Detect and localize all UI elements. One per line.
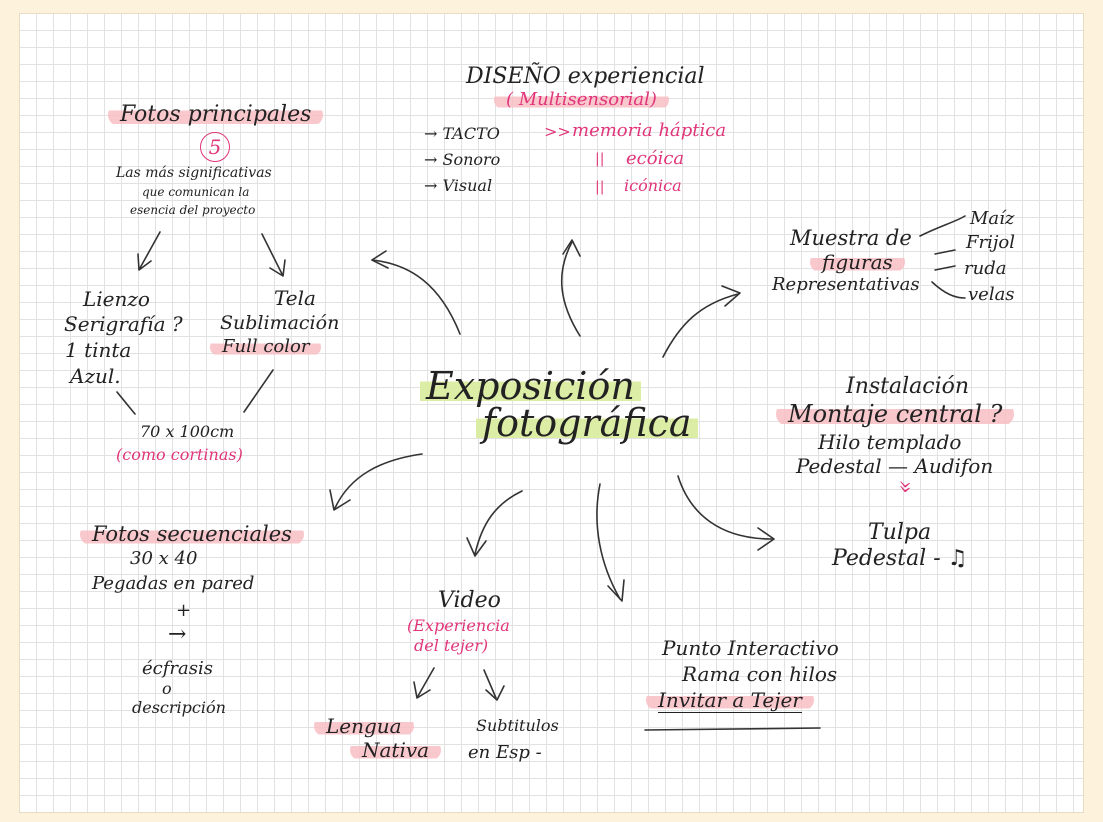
video-sub2: del tejer): [414, 636, 489, 655]
punto-line2: Rama con hilos: [682, 662, 838, 686]
muestra-item-1: Maíz: [970, 208, 1015, 229]
video-title: Video: [438, 588, 501, 613]
fotos-principales-desc2: que comunican la: [142, 185, 250, 199]
muestra-item-4: velas: [968, 284, 1015, 305]
video-sub1: (Experiencia: [407, 616, 510, 635]
instalacion-line1: Instalación: [846, 374, 970, 399]
arrow-to-punto: [596, 483, 621, 600]
count-circle: 5: [200, 132, 230, 162]
instalacion-line2: Montaje central ?: [776, 402, 1015, 426]
instalacion-line4: Pedestal — Audifon: [796, 454, 994, 478]
punto-line3: Invitar a Tejer: [646, 688, 814, 713]
arrow-to-muestra: [662, 293, 739, 358]
lienzo-line2: Serigrafía ?: [64, 312, 183, 336]
diseno-sense-2: → Sonoro: [424, 150, 501, 169]
tela-line3: Full color: [210, 338, 322, 356]
diseno-memory-2: ecóica: [626, 148, 685, 169]
secuenciales-o: o: [162, 679, 172, 698]
fotos-principales-desc3: esencia del proyecto: [130, 203, 256, 217]
video-lengua1: Lengua: [314, 716, 414, 736]
tulpa-label: Tulpa: [868, 520, 932, 545]
muestra-line1: Muestra de: [790, 226, 912, 250]
arrow-to-fotos-principales: [371, 259, 461, 335]
diseno-subtitle: ( Multisensorial): [494, 91, 669, 109]
lienzo-line3: 1 tinta: [65, 338, 132, 362]
tulpa-pedestal: Pedestal - ♫: [832, 546, 968, 571]
tela-line1: Tela: [274, 286, 316, 310]
video-lengua2: Nativa: [350, 740, 442, 760]
arrow-to-diseno: [560, 241, 581, 337]
diseno-memory-1: memoria háptica: [572, 120, 727, 141]
secuenciales-pared: Pegadas en pared: [92, 573, 255, 594]
notebook-page: Exposición fotográfica Fotos principales…: [20, 14, 1083, 812]
muestra-item-3: ruda: [964, 258, 1007, 279]
secuenciales-plus: +: [176, 600, 192, 621]
instalacion-line3: Hilo templado: [818, 430, 962, 454]
fotos-principales-count: 5: [200, 132, 230, 162]
size-label: 70 x 100cm: [140, 422, 235, 441]
video-subt1: Subtitulos: [476, 716, 559, 735]
arrow-to-secuenciales: [334, 453, 423, 509]
diseno-sense-1: → TACTO: [424, 124, 500, 143]
punto-line1: Punto Interactivo: [662, 636, 839, 660]
fotos-principales-desc1: Las más significativas: [116, 165, 272, 181]
muestra-item-2: Frijol: [966, 232, 1016, 253]
muestra-line3: Representativas: [772, 274, 920, 295]
punto-invitar: Invitar a Tejer: [658, 688, 802, 713]
lienzo-line4: Azul.: [70, 364, 121, 388]
center-title-line2: fotográfica: [476, 404, 698, 442]
secuenciales-arrow: →: [168, 622, 187, 647]
secuenciales-title: Fotos secuenciales: [80, 524, 304, 545]
diseno-title: DISEÑO experiencial: [466, 64, 705, 89]
diseno-sep-2: ||: [595, 151, 605, 167]
lienzo-line1: Lienzo: [83, 287, 150, 311]
arrow-to-video: [474, 490, 523, 555]
tela-line2: Sublimación: [220, 312, 340, 334]
diseno-sense-3: → Visual: [424, 176, 493, 195]
fotos-principales-title: Fotos principales: [108, 104, 324, 126]
secuenciales-descripcion: descripción: [132, 698, 226, 717]
diseno-memory-3: icónica: [624, 176, 682, 195]
secuenciales-ecfrasis: écfrasis: [142, 658, 213, 679]
size-note: (como cortinas): [116, 445, 243, 464]
center-title-line1: Exposición: [420, 367, 641, 405]
muestra-line2: figuras: [810, 252, 905, 272]
connector-arrows: [116, 215, 966, 731]
arrow-to-tulpa: [677, 475, 773, 540]
diseno-sep-1: >>: [544, 122, 571, 141]
instalacion-marker: »: [892, 480, 918, 494]
secuenciales-size: 30 x 40: [130, 548, 198, 569]
video-subt2: en Esp -: [468, 742, 542, 763]
diseno-sep-3: ||: [595, 179, 605, 195]
